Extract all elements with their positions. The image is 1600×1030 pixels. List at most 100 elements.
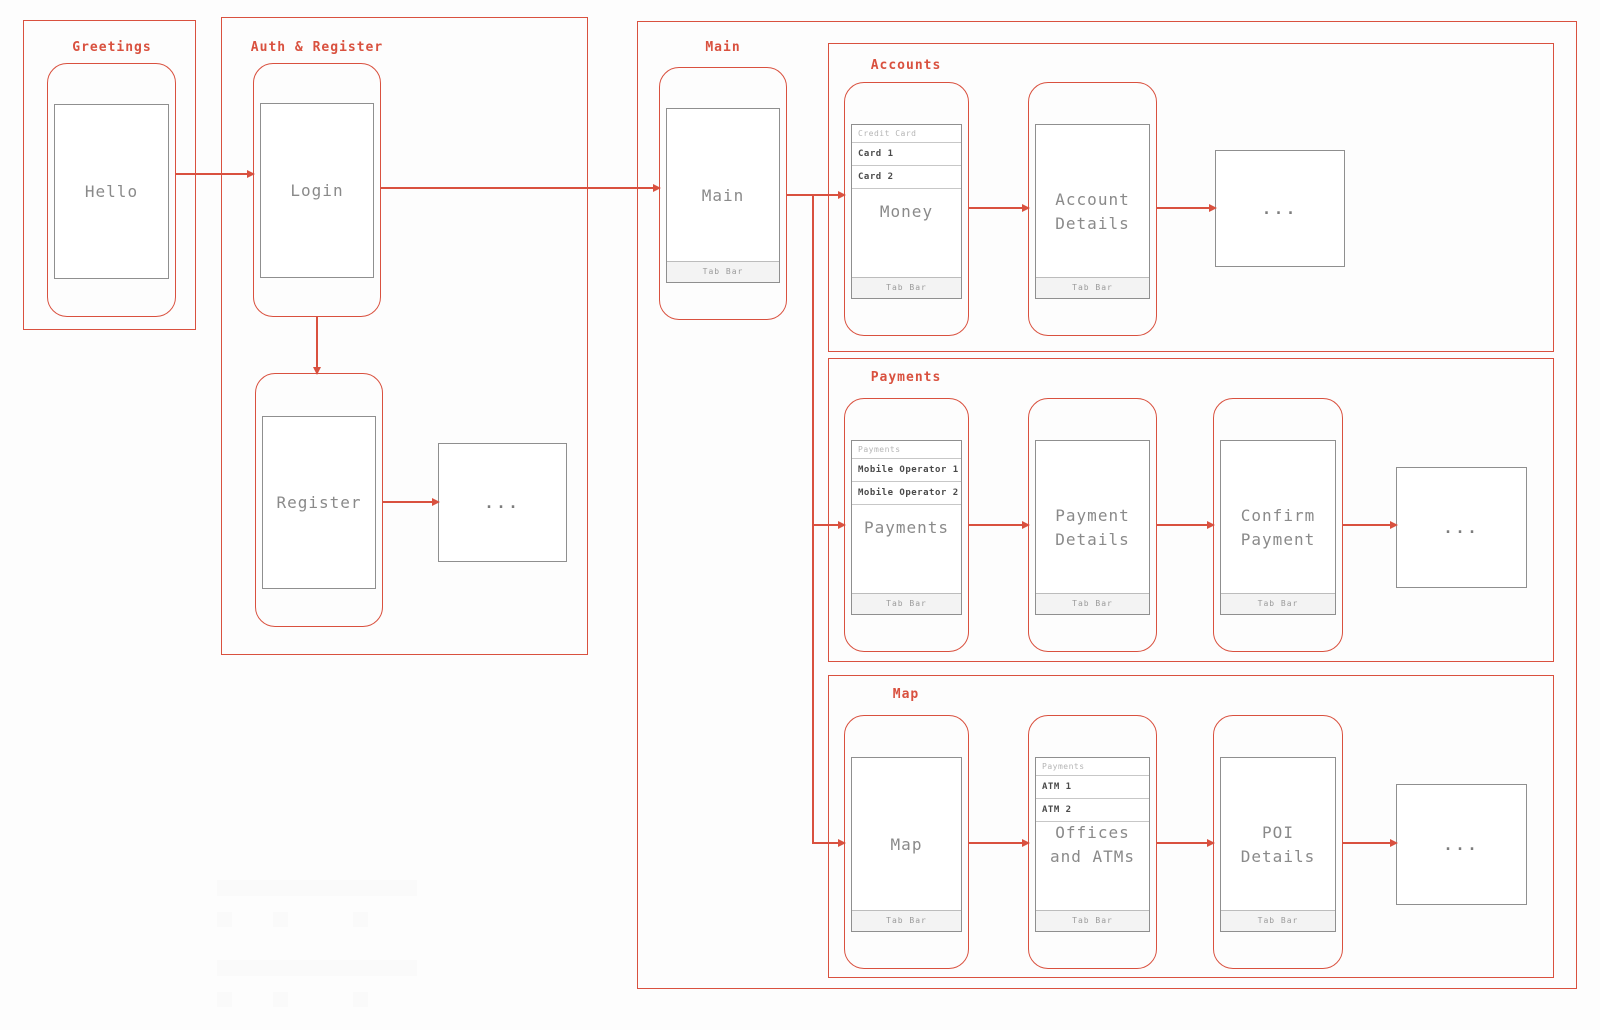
phone-hello: Hello [47,63,176,317]
list-item-mobile-operator-2: Mobile Operator 2 [852,482,961,505]
screen-account-details-label: Account Details [1055,189,1130,233]
screen-money: Money Credit Card Card 1 Card 2 Tab Bar [851,124,962,299]
arrow-map-to-offices [969,842,1028,844]
tab-bar: Tab Bar [852,277,961,298]
watermark-shape [217,992,232,1007]
arrow-login-to-register [316,317,318,373]
tab-bar: Tab Bar [852,910,961,931]
ellipsis-box-accounts-next: ... [1215,150,1345,267]
ellipsis-label: ... [1443,518,1480,537]
tab-bar: Tab Bar [1221,910,1335,931]
screen-payments: Payments Payments Mobile Operator 1 Mobi… [851,440,962,615]
screen-hello-label: Hello [84,181,139,201]
group-auth-register [221,17,588,655]
arrow-register-to-ellipsis [383,501,438,503]
ellipsis-label: ... [484,493,521,512]
phone-account-details: Account Details Tab Bar [1028,82,1157,336]
arrow-login-to-main [381,187,659,189]
tab-bar: Tab Bar [1036,910,1149,931]
offices-atms-list: Payments ATM 1 ATM 2 [1036,758,1149,822]
screen-register-label: Register [276,492,362,512]
screen-main-label: Main [701,185,745,205]
watermark-shape [353,992,368,1007]
list-item-atm-2: ATM 2 [1036,799,1149,822]
group-map-label: Map [892,687,920,702]
screen-register: Register [262,416,376,589]
screen-offices-atms: Offices and ATMs Payments ATM 1 ATM 2 Ta… [1035,757,1150,932]
screen-poi-details: POI Details Tab Bar [1220,757,1336,932]
arrow-account-details-to-ellipsis [1157,207,1215,209]
phone-payment-details: Payment Details Tab Bar [1028,398,1157,652]
screen-login-label: Login [290,180,344,200]
screen-confirm-payment-label: Confirm Payment [1240,505,1316,549]
screen-poi-details-label: POI Details [1240,822,1316,866]
list-item-card-2: Card 2 [852,166,961,189]
tab-bar: Tab Bar [1036,593,1149,614]
group-auth-register-label: Auth & Register [250,40,384,55]
line-main-branch [812,194,814,844]
arrow-confirm-to-ellipsis [1343,524,1396,526]
group-accounts-label: Accounts [870,58,942,73]
group-main-label: Main [705,40,741,55]
ellipsis-label: ... [1261,199,1299,218]
tab-bar: Tab Bar [852,593,961,614]
group-greetings-label: Greetings [72,40,152,55]
group-main [637,21,1577,989]
screen-offices-atms-label: Offices and ATMs [1049,822,1136,866]
screen-payment-details: Payment Details Tab Bar [1035,440,1150,615]
arrow-hello-to-login [176,173,253,175]
phone-confirm-payment: Confirm Payment Tab Bar [1213,398,1343,652]
screen-map-label: Map [890,834,923,854]
screen-payment-details-label: Payment Details [1055,505,1130,549]
money-list: Credit Card Card 1 Card 2 [852,125,961,189]
arrow-money-to-account-details [969,207,1028,209]
watermark-shape [273,912,288,927]
watermark-shape [353,912,368,927]
phone-offices-atms: Offices and ATMs Payments ATM 1 ATM 2 Ta… [1028,715,1157,969]
screen-confirm-payment: Confirm Payment Tab Bar [1220,440,1336,615]
watermark-shape [217,880,417,896]
payments-list-header: Payments [852,441,961,459]
tab-bar: Tab Bar [1036,277,1149,298]
arrow-branch-to-map [812,842,844,844]
group-accounts [828,43,1554,352]
phone-map: Map Tab Bar [844,715,969,969]
group-greetings [23,20,196,330]
tab-bar: Tab Bar [667,261,779,282]
phone-payments: Payments Payments Mobile Operator 1 Mobi… [844,398,969,652]
arrow-offices-to-poi [1157,842,1213,844]
arrow-payments-to-payment-details [969,524,1028,526]
money-list-header: Credit Card [852,125,961,143]
tab-bar: Tab Bar [1221,593,1335,614]
group-map [828,675,1554,978]
arrow-main-to-money [787,194,844,196]
screen-account-details: Account Details Tab Bar [1035,124,1150,299]
phone-poi-details: POI Details Tab Bar [1213,715,1343,969]
arrow-payment-details-to-confirm [1157,524,1213,526]
screen-hello: Hello [54,104,169,279]
screen-main: Main Tab Bar [666,108,780,283]
screen-payments-label: Payments [863,517,950,537]
ellipsis-label: ... [1443,835,1480,854]
arrow-branch-to-payments [812,524,844,526]
group-payments [828,358,1554,662]
group-payments-label: Payments [870,370,942,385]
offices-atms-list-header: Payments [1036,758,1149,776]
screen-map: Map Tab Bar [851,757,962,932]
list-item-atm-1: ATM 1 [1036,776,1149,799]
ellipsis-box-register-next: ... [438,443,567,562]
screen-login: Login [260,103,374,278]
ellipsis-box-map-next: ... [1396,784,1527,905]
watermark-shape [273,992,288,1007]
watermark-shape [217,960,417,976]
phone-login: Login [253,63,381,317]
payments-list: Payments Mobile Operator 1 Mobile Operat… [852,441,961,505]
phone-main: Main Tab Bar [659,67,787,320]
screen-money-label: Money [879,201,934,221]
list-item-mobile-operator-1: Mobile Operator 1 [852,459,961,482]
arrow-poi-to-ellipsis [1343,842,1396,844]
phone-money: Money Credit Card Card 1 Card 2 Tab Bar [844,82,969,336]
list-item-card-1: Card 1 [852,143,961,166]
watermark-shape [217,912,232,927]
